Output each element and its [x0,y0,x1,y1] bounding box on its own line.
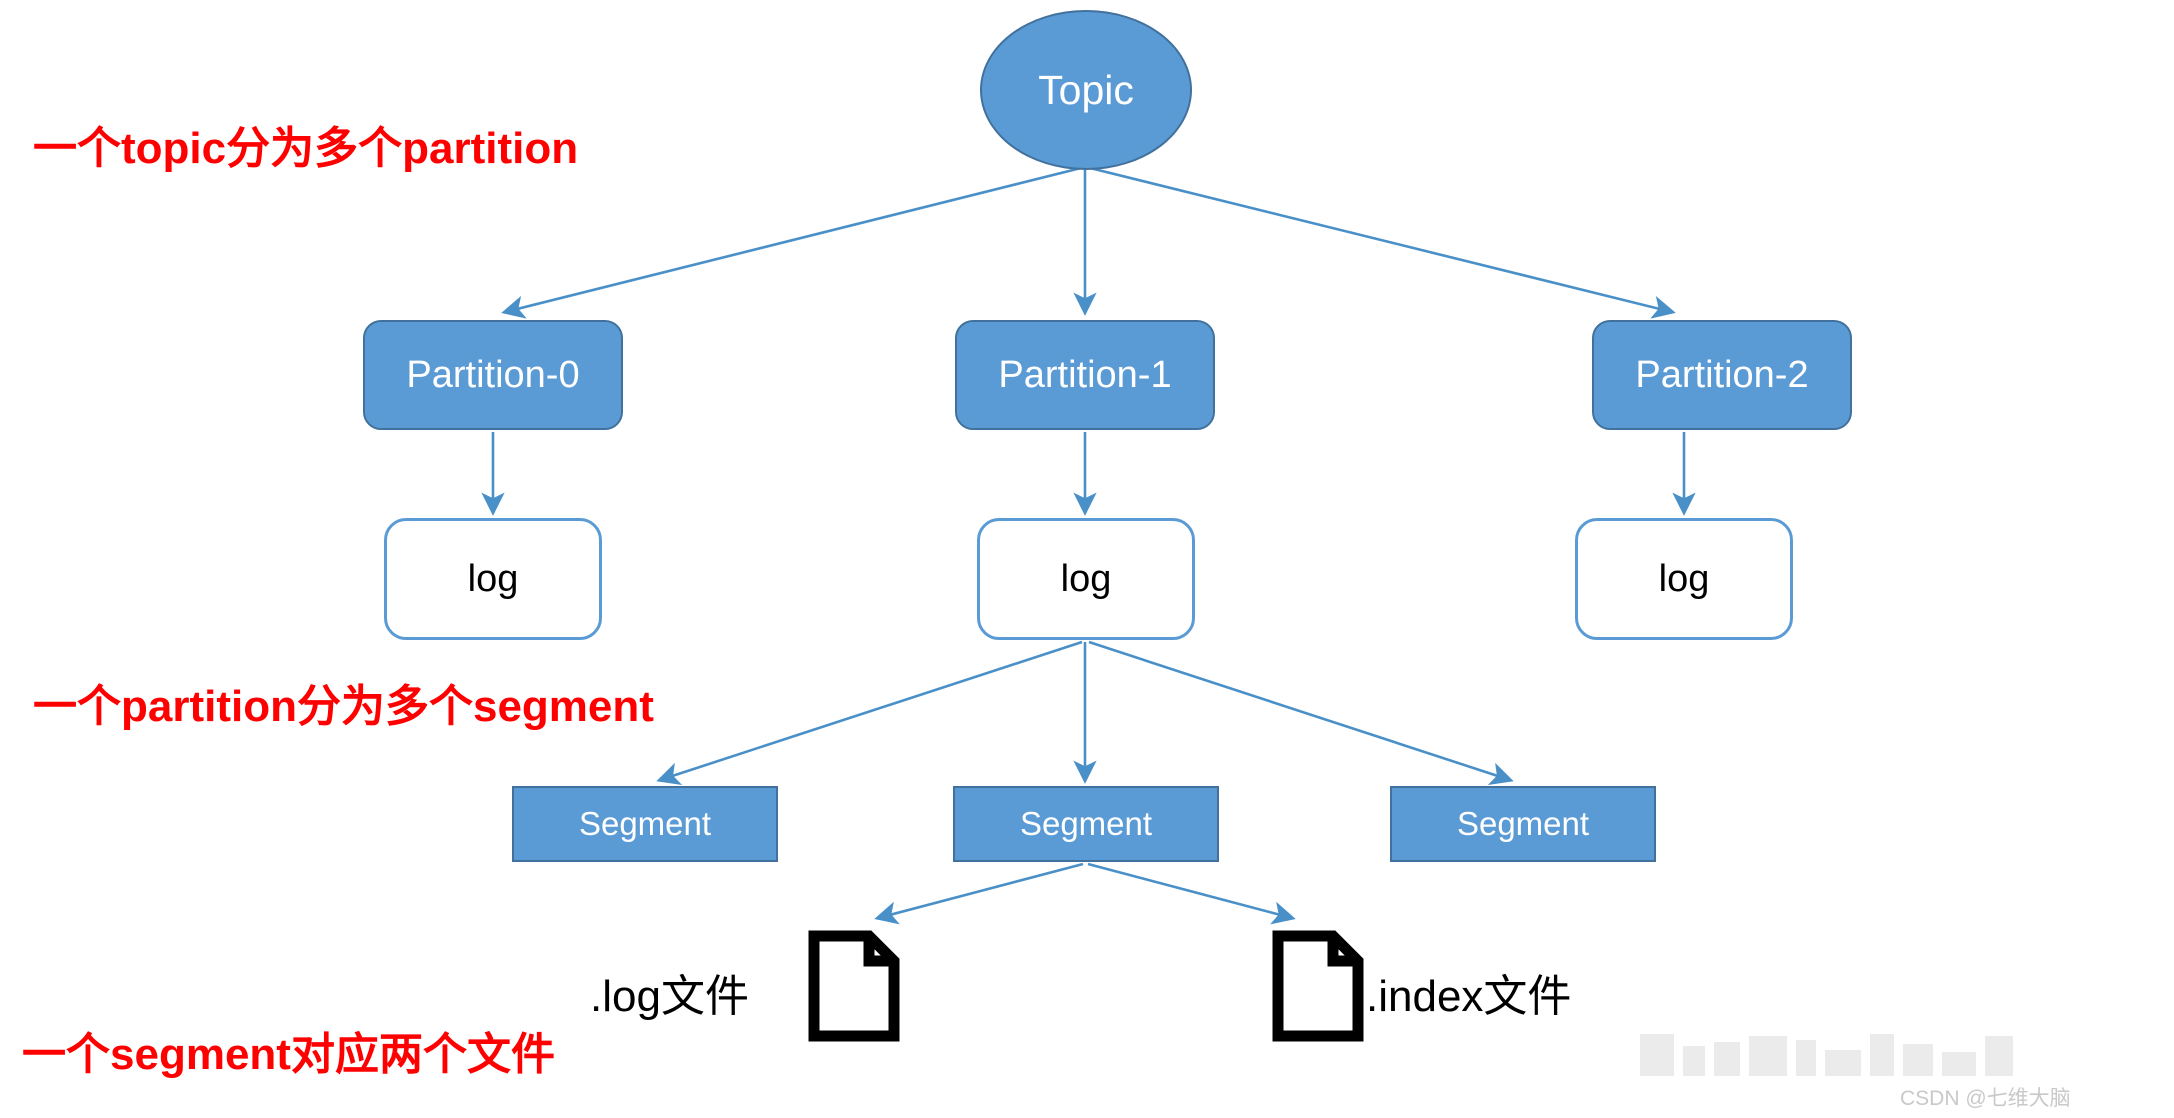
partition-node-0[interactable]: Partition-0 [363,320,623,430]
blurred-watermark-band [1640,1028,2060,1076]
log-node-0[interactable]: log [384,518,602,640]
topic-node[interactable]: Topic [980,10,1192,170]
log-document-icon [808,930,900,1042]
partition-node-2[interactable]: Partition-2 [1592,320,1852,430]
connector-segment-to-log-file [874,862,1084,925]
log-node-0-label: log [467,557,519,600]
log-node-2-label: log [1658,557,1710,600]
index-file-label: .index文件 [1366,972,1572,1021]
connector-log-to-segment-2 [1088,640,1514,786]
segment-node-1[interactable]: Segment [953,786,1219,862]
log-node-1[interactable]: log [977,518,1195,640]
partition-node-2-label: Partition-2 [1635,353,1809,396]
connector-topic-to-partition-2 [1089,166,1676,319]
index-document-icon [1272,930,1364,1042]
segment-node-0-label: Segment [578,805,712,842]
segment-node-0[interactable]: Segment [512,786,778,862]
annotation-partition-segment: 一个partition分为多个segment [33,682,654,731]
segment-node-2[interactable]: Segment [1390,786,1656,862]
connector-log-to-segment-0 [656,640,1083,786]
segment-node-1-label: Segment [1019,805,1153,842]
segment-node-2-label: Segment [1456,805,1590,842]
log-file-label: .log文件 [590,972,749,1021]
csdn-watermark: CSDN @七维大脑 [1900,1087,2071,1110]
log-node-1-label: log [1060,557,1112,600]
partition-node-0-label: Partition-0 [406,353,580,396]
connector-segment-to-index-file [1087,862,1296,925]
partition-node-1-label: Partition-1 [998,353,1172,396]
log-node-2[interactable]: log [1575,518,1793,640]
annotation-topic-partition: 一个topic分为多个partition [33,124,579,173]
topic-node-label: Topic [1038,66,1134,113]
connector-topic-to-partition-0 [501,166,1082,319]
partition-node-1[interactable]: Partition-1 [955,320,1215,430]
annotation-segment-files: 一个segment对应两个文件 [22,1030,555,1079]
